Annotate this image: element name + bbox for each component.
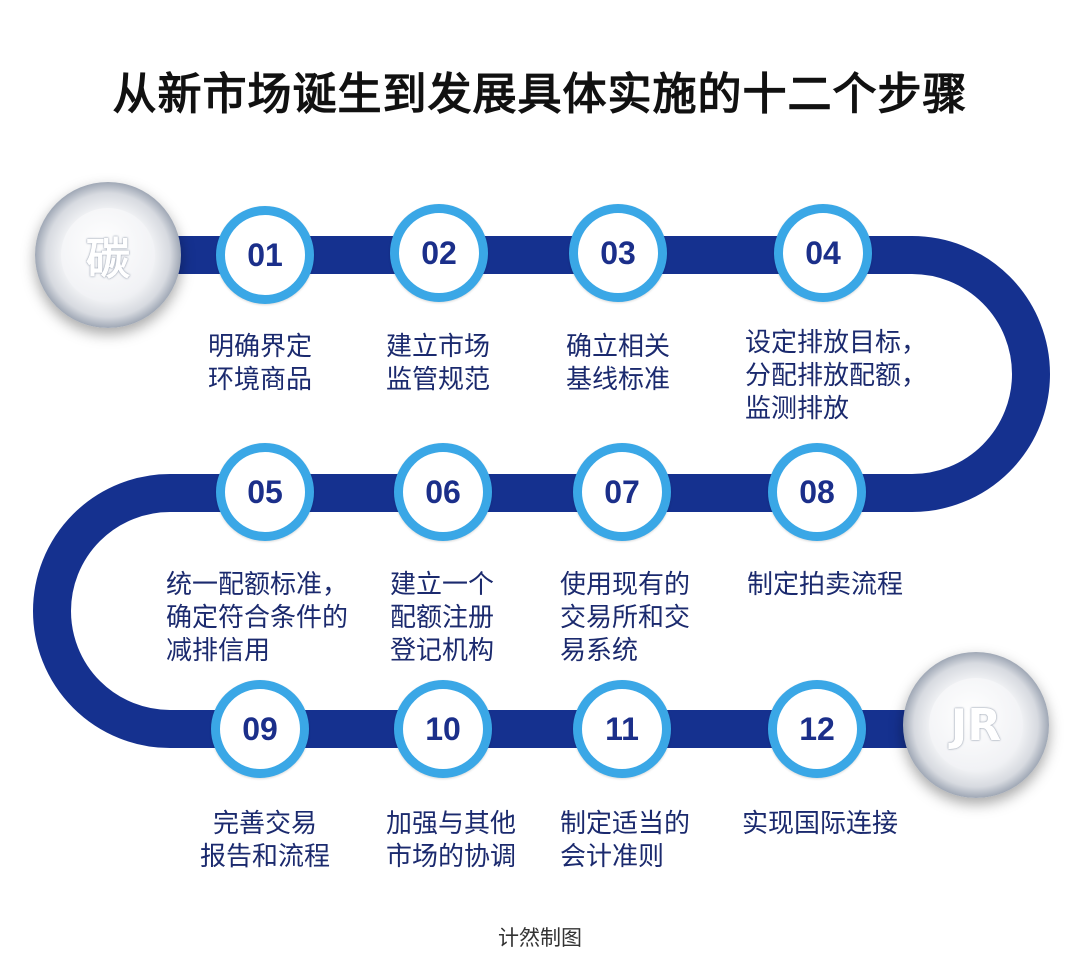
step-01-circle: 01 bbox=[216, 206, 314, 304]
credit-caption: 计然制图 bbox=[498, 926, 582, 950]
step-11-label: 制定适当的 会计准则 bbox=[560, 809, 691, 872]
step-05-label: 统一配额标准， 确定符合条件的 减排信用 bbox=[166, 570, 349, 666]
track-path bbox=[33, 236, 1050, 748]
step-03-circle: 03 bbox=[569, 204, 667, 302]
step-12-circle: 12 bbox=[768, 680, 866, 778]
step-08-label: 制定拍卖流程 bbox=[747, 570, 904, 600]
step-05-number: 05 bbox=[247, 473, 283, 510]
step-10-circle: 10 bbox=[394, 680, 492, 778]
step-01-label: 明确界定 环境商品 bbox=[208, 332, 313, 395]
step-08-number: 08 bbox=[799, 473, 835, 510]
step-07-number: 07 bbox=[604, 473, 640, 510]
step-04-number: 04 bbox=[805, 234, 841, 271]
step-01-number: 01 bbox=[247, 236, 283, 273]
step-02-label: 建立市场 监管规范 bbox=[386, 332, 491, 395]
step-08-circle: 08 bbox=[768, 443, 866, 541]
step-05-circle: 05 bbox=[216, 443, 314, 541]
step-12-number: 12 bbox=[799, 710, 835, 747]
step-10-number: 10 bbox=[425, 710, 461, 747]
step-03-number: 03 bbox=[600, 234, 636, 271]
step-06-circle: 06 bbox=[394, 443, 492, 541]
start-endcap-inner: 碳 bbox=[61, 208, 155, 302]
step-06-number: 06 bbox=[425, 473, 461, 510]
step-02-circle: 02 bbox=[390, 204, 488, 302]
step-09-circle: 09 bbox=[211, 680, 309, 778]
step-04-label: 设定排放目标， 分配排放配额， 监测排放 bbox=[745, 328, 928, 424]
start-endcap-logo: 碳 bbox=[86, 234, 130, 285]
step-11-number: 11 bbox=[605, 710, 639, 747]
step-11-circle: 11 bbox=[573, 680, 671, 778]
diagram-title: 从新市场诞生到发展具体实施的十二个步骤 bbox=[112, 69, 968, 120]
start-endcap-badge: 碳 bbox=[35, 182, 181, 328]
step-04-circle: 04 bbox=[774, 204, 872, 302]
step-10-label: 加强与其他 市场的协调 bbox=[385, 809, 516, 872]
end-endcap-logo: JR bbox=[950, 699, 1002, 751]
step-03-label: 确立相关 基线标准 bbox=[566, 332, 671, 395]
end-endcap-badge: JR bbox=[903, 652, 1049, 798]
end-endcap-inner: JR bbox=[929, 678, 1023, 772]
step-07-circle: 07 bbox=[573, 443, 671, 541]
step-12-label: 实现国际连接 bbox=[742, 809, 899, 839]
step-09-number: 09 bbox=[242, 710, 278, 747]
step-02-number: 02 bbox=[421, 234, 457, 271]
step-07-label: 使用现有的 交易所和交 易系统 bbox=[560, 570, 691, 666]
step-06-label: 建立一个 配额注册 登记机构 bbox=[390, 570, 495, 666]
step-09-label: 完善交易 报告和流程 bbox=[199, 809, 330, 872]
